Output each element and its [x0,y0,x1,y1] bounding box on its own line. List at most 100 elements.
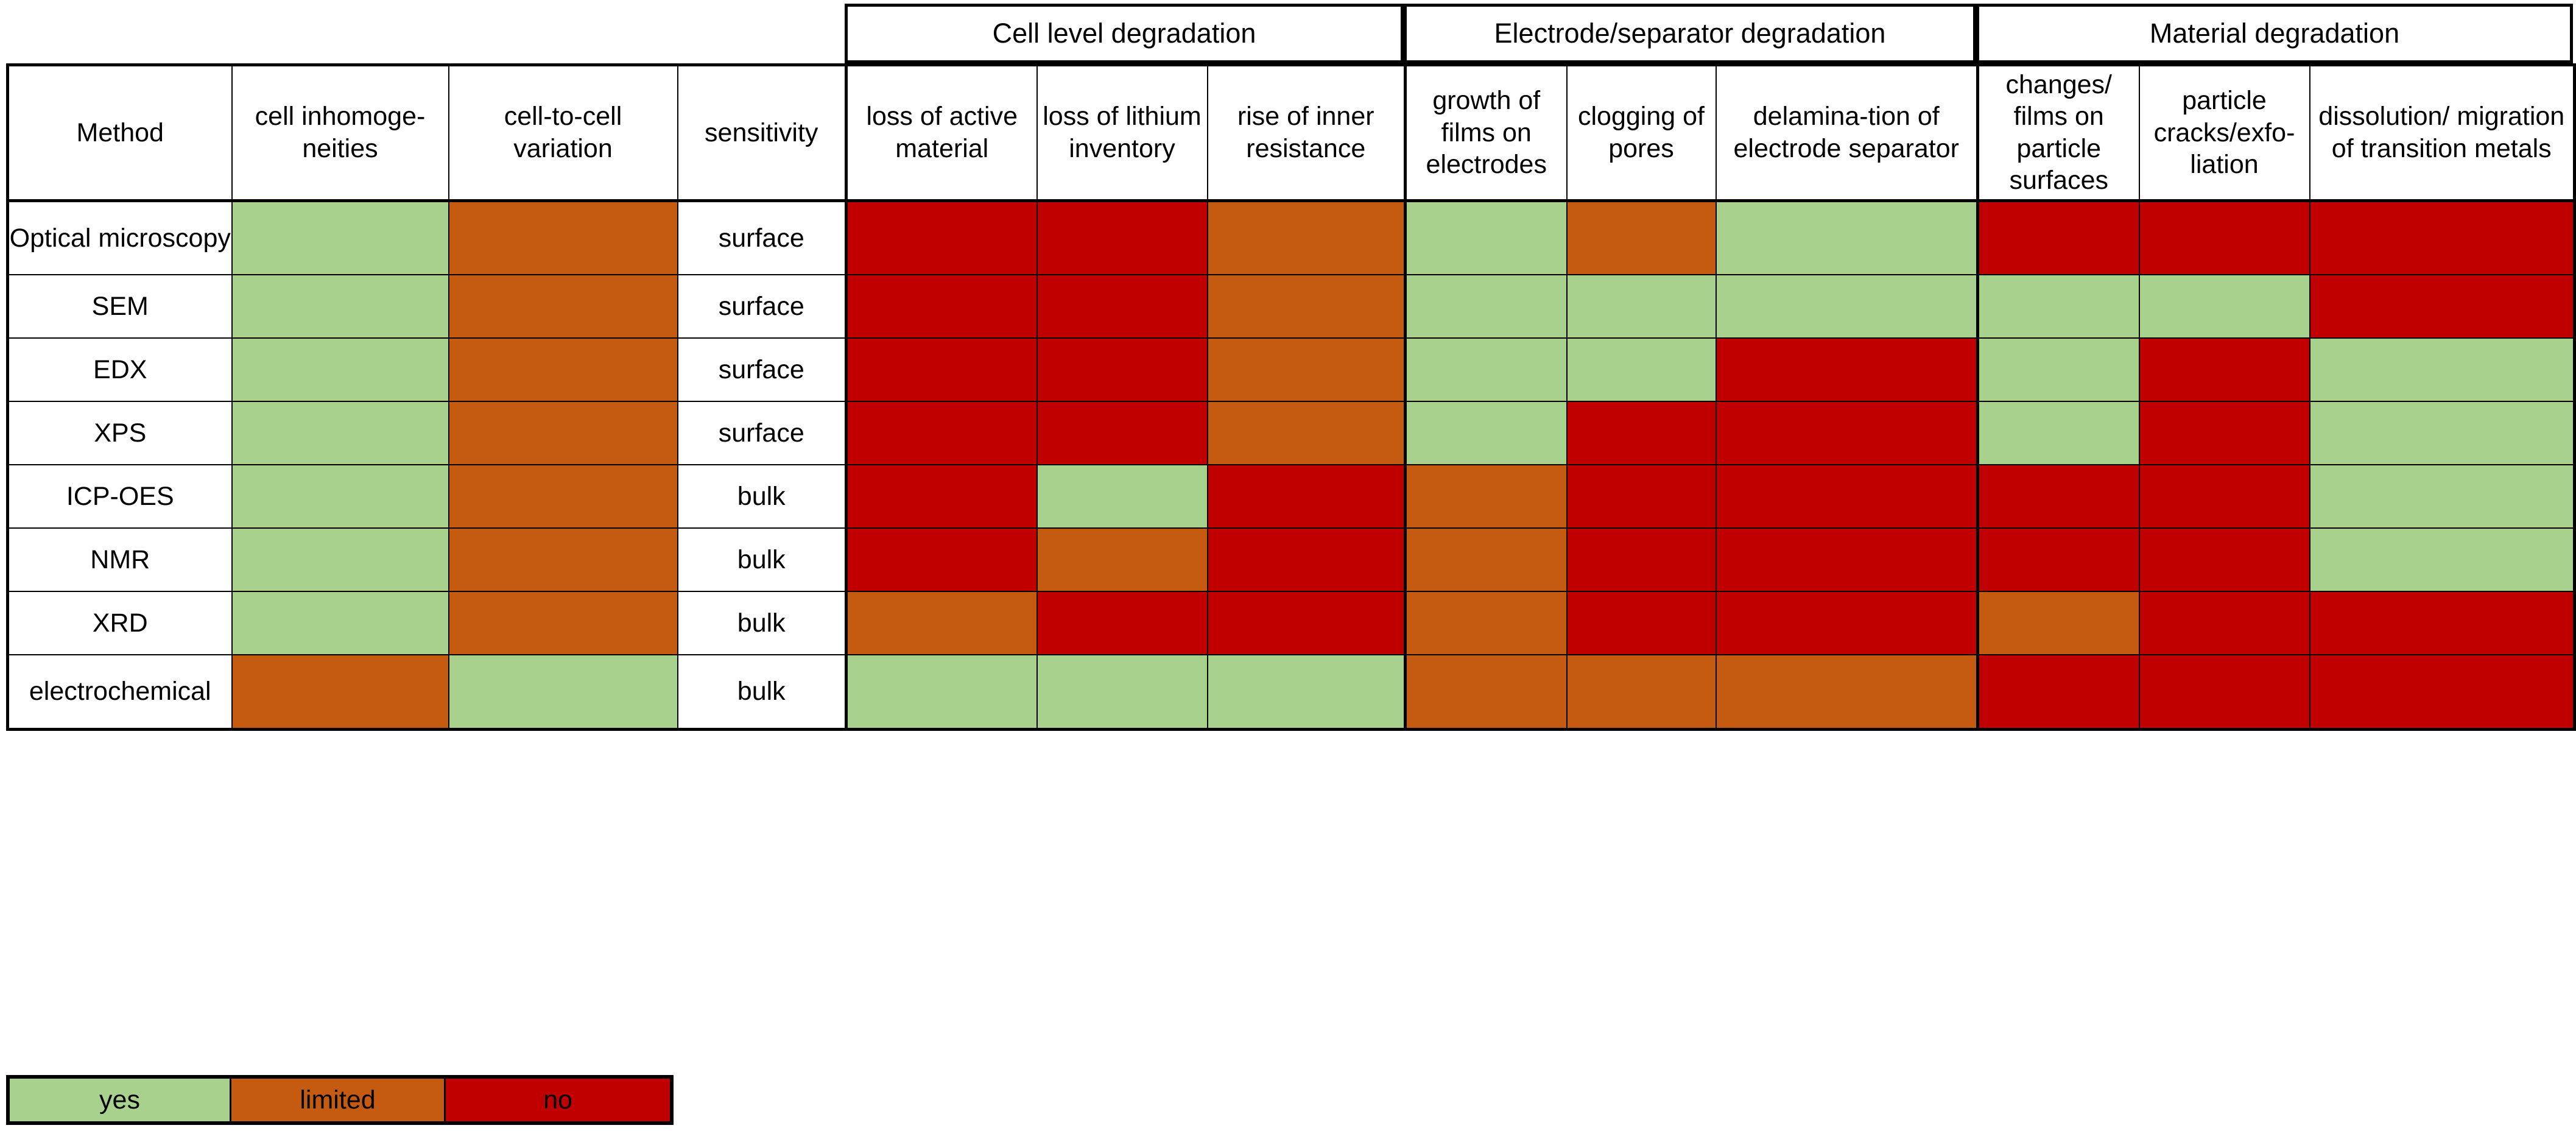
legend-item-yes: yes [10,1079,231,1121]
rating-cell-celltocell [448,337,678,403]
rating-cell-films [1404,337,1568,403]
rating-cell-dissolution [2309,654,2576,731]
rating-cell-cracks [2138,654,2310,731]
method-name: ICP-OES [66,482,174,512]
column-header-cracks: particle cracks/exfo-liation [2138,63,2310,202]
rating-cell-cracks [2138,591,2310,656]
column-header-method: Method [6,63,233,202]
rating-cell-resistance [1206,200,1406,276]
rating-cell-resistance [1206,527,1406,593]
table-row: SEM surface [6,274,2576,339]
rating-cell-cracks [2138,401,2310,466]
column-header-delam: delamina-tion of electrode separator [1715,63,1979,202]
legend-item-label: limited [300,1085,376,1115]
rating-cell-celltocell [448,401,678,466]
column-header-sensitivity: sensitivity [677,63,847,202]
rating-cell-lam [845,401,1038,466]
column-header-surfaces: changes/ films on particle surfaces [1976,63,2140,202]
rating-cell-celltocell [448,274,678,339]
rating-cell-lli [1036,464,1208,529]
rating-cell-lli [1036,591,1208,656]
rating-cell-lam [845,200,1038,276]
rating-cell-celltocell [448,200,678,276]
rating-cell-lli [1036,527,1208,593]
method-name-cell: XPS [6,401,233,466]
rating-cell-lam [845,464,1038,529]
rating-cell-inhomo [231,591,449,656]
rating-cell-films [1404,591,1568,656]
legend-item-label: no [543,1085,572,1115]
rating-cell-inhomo [231,200,449,276]
rating-cell-pores [1566,337,1717,403]
rating-cell-inhomo [231,654,449,731]
rating-cell-cracks [2138,527,2310,593]
sensitivity-value: surface [718,292,804,322]
legend: yes limited no [6,1075,674,1125]
method-name: electrochemical [29,677,211,707]
column-header-label: dissolution/ migration of transition met… [2318,102,2565,163]
rating-cell-lam [845,527,1038,593]
rating-cell-delam [1715,200,1979,276]
rating-cell-lli [1036,654,1208,731]
rating-cell-cracks [2138,337,2310,403]
rating-cell-delam [1715,274,1979,339]
rating-cell-resistance [1206,401,1406,466]
table-row: ICP-OES bulk [6,464,2576,529]
rating-cell-celltocell [448,591,678,656]
column-header-lam: loss of active material [845,63,1038,202]
column-header-films: growth of films on electrodes [1404,63,1568,202]
rating-cell-surfaces [1976,274,2140,339]
rating-cell-lam [845,591,1038,656]
rating-cell-resistance [1206,654,1406,731]
rating-cell-dissolution [2309,337,2576,403]
rating-cell-lam [845,274,1038,339]
group-header-2: Material degradation [1976,4,2573,63]
column-header-label: delamina-tion of electrode separator [1733,102,1960,163]
sensitivity-value: surface [718,223,804,253]
column-header-label: growth of films on electrodes [1426,86,1547,180]
group-header-label: Cell level degradation [992,18,1256,49]
sensitivity-value: bulk [737,482,786,512]
rating-cell-surfaces [1976,654,2140,731]
rating-cell-cracks [2138,200,2310,276]
rating-cell-delam [1715,654,1979,731]
sensitivity-cell: surface [677,274,847,339]
sensitivity-cell: surface [677,200,847,276]
group-header-0: Cell level degradation [845,4,1404,63]
legend-item-label: yes [99,1085,140,1115]
column-header-resistance: rise of inner resistance [1206,63,1406,202]
rating-cell-pores [1566,591,1717,656]
sensitivity-value: surface [718,355,804,385]
column-header-lli: loss of lithium inventory [1036,63,1208,202]
rating-cell-surfaces [1976,200,2140,276]
rating-cell-delam [1715,401,1979,466]
method-name-cell: ICP-OES [6,464,233,529]
method-name-cell: SEM [6,274,233,339]
group-header-label: Material degradation [2149,18,2400,49]
sensitivity-cell: bulk [677,591,847,656]
sensitivity-cell: surface [677,401,847,466]
rating-cell-pores [1566,464,1717,529]
rating-cell-surfaces [1976,527,2140,593]
rating-cell-dissolution [2309,401,2576,466]
rating-cell-resistance [1206,591,1406,656]
method-name-cell: NMR [6,527,233,593]
rating-cell-films [1404,200,1568,276]
rating-cell-lam [845,654,1038,731]
sensitivity-cell: surface [677,337,847,403]
rating-cell-inhomo [231,401,449,466]
rating-cell-inhomo [231,337,449,403]
rating-cell-delam [1715,464,1979,529]
rating-cell-films [1404,274,1568,339]
rating-cell-surfaces [1976,337,2140,403]
column-header-label: loss of active material [866,102,1018,163]
rating-cell-delam [1715,591,1979,656]
